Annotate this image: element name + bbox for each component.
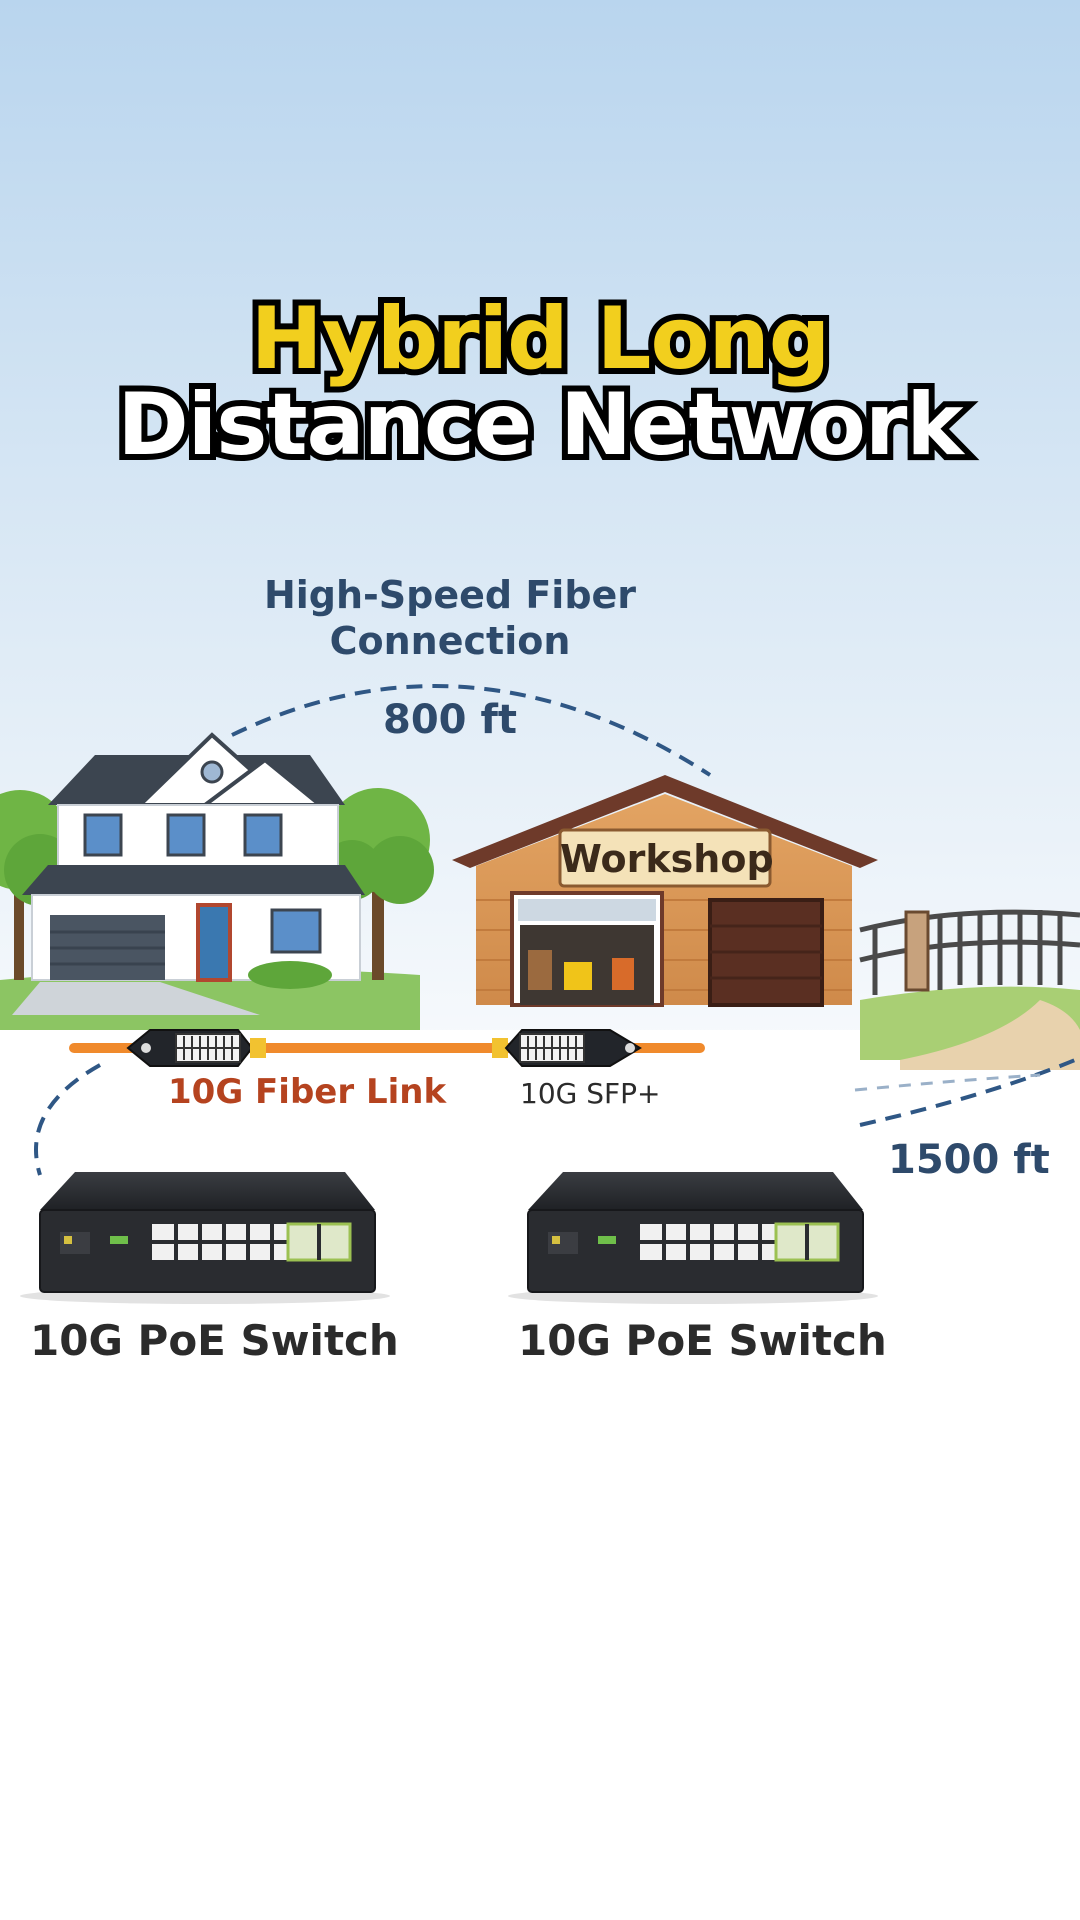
dirt-path xyxy=(900,1000,1080,1070)
title-line-1: Hybrid Long xyxy=(245,289,837,389)
workshop-icon xyxy=(452,775,878,1007)
switch-label-right: 10G PoE Switch xyxy=(518,1316,887,1365)
sfp-module-right-icon xyxy=(492,1029,642,1067)
title-line-2: Distance Network xyxy=(111,375,969,475)
fiber-connection-label-2: Connection xyxy=(329,619,571,663)
fence-icon xyxy=(859,909,1080,995)
fence-post xyxy=(904,910,930,992)
house-icon xyxy=(12,732,365,1015)
distance-1500-label: 1500 ft xyxy=(888,1137,1050,1183)
distance-800-label: 800 ft xyxy=(383,697,517,743)
switch-label-left: 10G PoE Switch xyxy=(30,1316,399,1365)
cable-arc-1500ft-inner xyxy=(854,1073,1041,1092)
fiber-arc-800ft xyxy=(231,684,712,777)
cable-arc-1500ft xyxy=(859,1058,1076,1127)
workshop-sign-label: Workshop xyxy=(560,837,774,881)
workshop-sign xyxy=(558,828,772,888)
fiber-connection-label-1: High-Speed Fiber xyxy=(263,573,637,617)
sfp-label: 10G SFP+ xyxy=(520,1077,661,1110)
sfp-module-left-icon xyxy=(126,1029,266,1067)
poe-switch-left-icon xyxy=(20,1172,390,1304)
poe-switch-right-icon xyxy=(508,1172,878,1304)
fiber-link-label: 10G Fiber Link xyxy=(168,1072,447,1112)
